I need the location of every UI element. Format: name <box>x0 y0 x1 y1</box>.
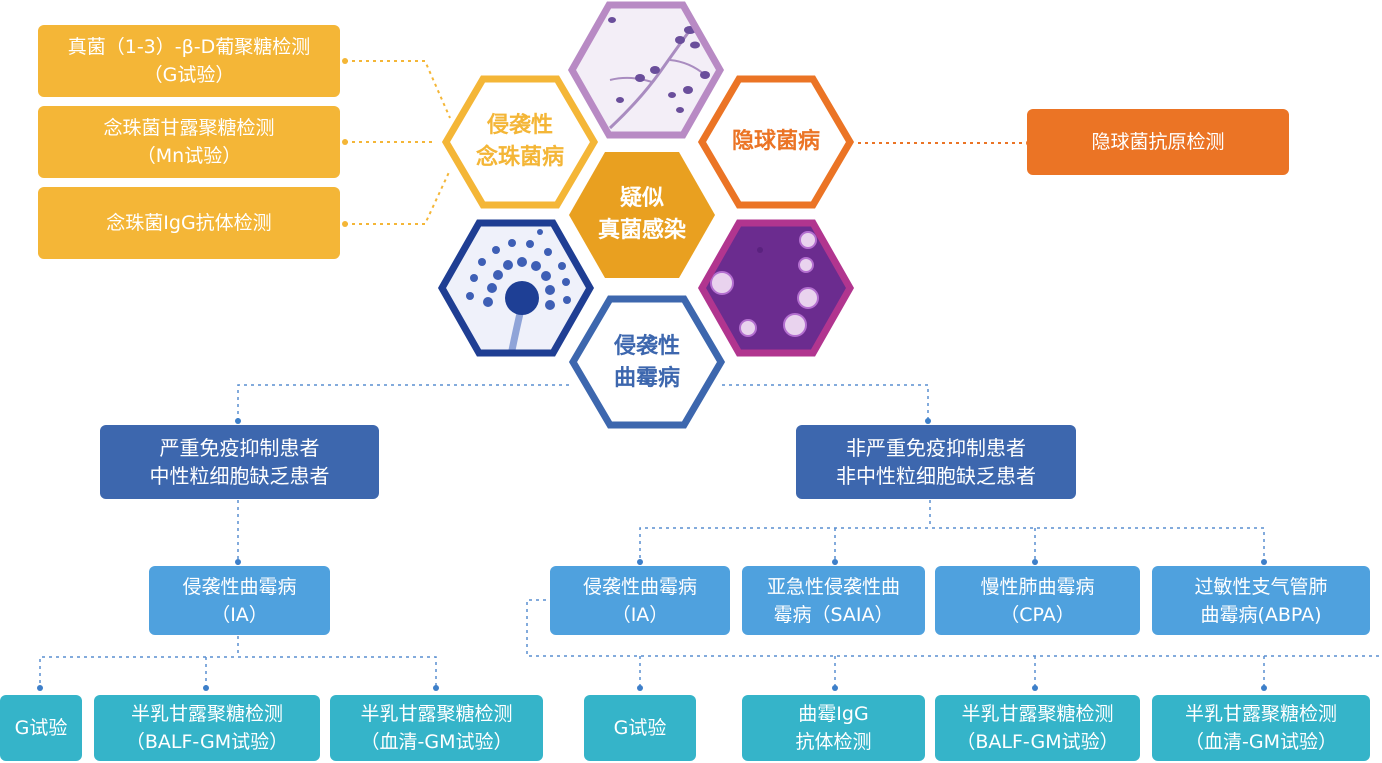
center-hex-line2: 真菌感染 <box>597 218 686 243</box>
left-test-connectors <box>345 60 451 225</box>
disease-line1: 过敏性支气管肺 <box>1194 575 1328 598</box>
bottom-test-line2: （血清-GM试验） <box>1185 731 1337 753</box>
disease-line2: （IA） <box>611 603 669 626</box>
disease-line1: 亚急性侵袭性曲 <box>766 575 900 598</box>
bottom-test-serum-gm-right: 半乳甘露聚糖检测 （血清-GM试验） <box>1152 695 1370 761</box>
disease-ia-right: 侵袭性曲霉病 （IA） <box>550 566 730 635</box>
disease-line2: （CPA） <box>1000 603 1075 626</box>
bottom-test-line2: （BALF-GM试验） <box>956 731 1119 753</box>
center-hex-label: 疑似 真菌感染 <box>580 180 704 250</box>
test-label: 念珠菌甘露聚糖检测 <box>103 117 275 139</box>
group-non-immunosuppressed: 非严重免疫抑制患者 非中性粒细胞缺乏患者 <box>796 425 1076 499</box>
aspergillus-micrograph-icon <box>437 219 595 357</box>
disease-saia: 亚急性侵袭性曲 霉病（SAIA） <box>742 566 925 635</box>
bottom-test-line1: 曲霉IgG <box>798 703 869 725</box>
cryptococcus-micrograph-icon <box>697 219 855 357</box>
test-mn-assay: 念珠菌甘露聚糖检测 （Mn试验） <box>38 106 340 178</box>
bottom-test-g-left: G试验 <box>0 695 82 761</box>
bottom-test-line2: 抗体检测 <box>795 731 872 753</box>
bottom-test-balf-gm-left: 半乳甘露聚糖检测 （BALF-GM试验） <box>94 695 320 761</box>
bottom-test-line2: （BALF-GM试验） <box>125 731 289 753</box>
bottom-test-aspergillus-igg: 曲霉IgG 抗体检测 <box>742 695 925 761</box>
bottom-test-line2: （血清-GM试验） <box>360 731 513 753</box>
left-connector-dots <box>342 58 348 227</box>
candida-micrograph-icon <box>567 1 725 139</box>
candida-hex-label: 侵袭性 念珠菌病 <box>460 107 580 177</box>
test-label: 真菌（1-3）-β-D葡聚糖检测 <box>67 36 311 58</box>
test-label: 隐球菌抗原检测 <box>1091 131 1225 153</box>
candida-hex-line2: 念珠菌病 <box>475 145 564 170</box>
test-g-assay: 真菌（1-3）-β-D葡聚糖检测 （G试验） <box>38 25 340 97</box>
group-immunosuppressed: 严重免疫抑制患者 中性粒细胞缺乏患者 <box>100 425 379 499</box>
bottom-test-g-right: G试验 <box>584 695 696 761</box>
bottom-test-serum-gm-left: 半乳甘露聚糖检测 （血清-GM试验） <box>330 695 543 761</box>
aspergillus-hex-line1: 侵袭性 <box>613 334 680 359</box>
crypto-hex-label: 隐球菌病 <box>712 124 840 160</box>
test-sublabel: （Mn试验） <box>136 145 242 167</box>
crypto-hex-line1: 隐球菌病 <box>731 129 820 154</box>
disease-line2: （IA） <box>211 603 268 626</box>
disease-line2: 霉病（SAIA） <box>773 603 894 626</box>
bottom-test-line1: 半乳甘露聚糖检测 <box>1184 703 1337 725</box>
aspergillus-hex-line2: 曲霉病 <box>613 366 680 391</box>
candida-hex-line1: 侵袭性 <box>486 113 553 138</box>
disease-line1: 侵袭性曲霉病 <box>582 575 697 598</box>
test-crypto-antigen: 隐球菌抗原检测 <box>1027 109 1289 175</box>
disease-line1: 慢性肺曲霉病 <box>980 575 1095 598</box>
disease-line1: 侵袭性曲霉病 <box>182 575 297 598</box>
group-line1: 严重免疫抑制患者 <box>159 436 320 460</box>
bottom-test-line1: G试验 <box>613 717 667 739</box>
bottom-test-line1: 半乳甘露聚糖检测 <box>360 703 513 725</box>
disease-ia-left: 侵袭性曲霉病 （IA） <box>149 566 330 635</box>
center-hex-line1: 疑似 <box>619 186 664 211</box>
aspergillus-hex-label: 侵袭性 曲霉病 <box>587 328 707 398</box>
disease-cpa: 慢性肺曲霉病 （CPA） <box>935 566 1140 635</box>
test-sublabel: （G试验） <box>143 64 235 86</box>
bottom-test-line1: G试验 <box>14 717 68 739</box>
group-line1: 非严重免疫抑制患者 <box>846 436 1026 460</box>
bottom-test-balf-gm-right: 半乳甘露聚糖检测 （BALF-GM试验） <box>935 695 1140 761</box>
bottom-test-line1: 半乳甘露聚糖检测 <box>961 703 1114 725</box>
group-line2: 非中性粒细胞缺乏患者 <box>836 464 1036 488</box>
disease-line2: 曲霉病(ABPA) <box>1200 603 1322 626</box>
test-candida-igg: 念珠菌IgG抗体检测 <box>38 187 340 259</box>
test-label: 念珠菌IgG抗体检测 <box>106 212 272 234</box>
disease-abpa: 过敏性支气管肺 曲霉病(ABPA) <box>1152 566 1370 635</box>
group-line2: 中性粒细胞缺乏患者 <box>149 464 330 488</box>
bottom-test-line1: 半乳甘露聚糖检测 <box>130 703 283 725</box>
